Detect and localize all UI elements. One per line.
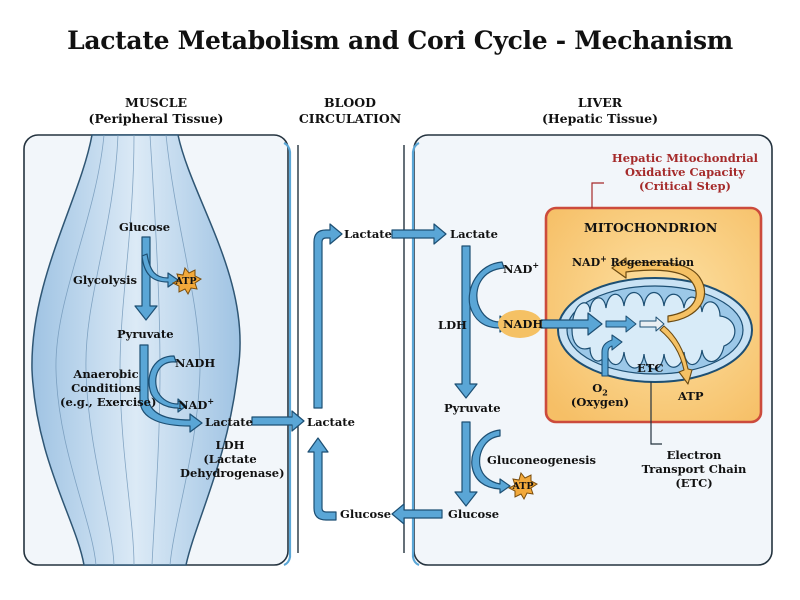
muscle-fiber xyxy=(31,134,241,566)
muscle-pyruvate-label: Pyruvate xyxy=(117,327,174,341)
muscle-glucose-label: Glucose xyxy=(119,220,171,234)
callout-line2: Oxidative Capacity xyxy=(625,165,745,179)
conditions-line1: Anaerobic xyxy=(73,367,139,381)
liver-ldh-label: LDH xyxy=(438,318,467,332)
arrow-nad-to-nadh xyxy=(468,261,511,333)
ldh-line3: Dehydrogenase) xyxy=(180,466,285,480)
o2-o: O xyxy=(592,381,603,395)
arrow-pyruvate-to-glucose xyxy=(454,421,478,507)
o2-formula: O2 xyxy=(570,381,630,398)
liver-subtitle: (Hepatic Tissue) xyxy=(541,111,659,126)
diagram-title: Lactate Metabolism and Cori Cycle - Mech… xyxy=(67,26,733,55)
etc-label-line3: (ETC) xyxy=(675,476,713,490)
etc-label: ETC xyxy=(637,361,664,375)
gluconeogenesis-label: Gluconeogenesis xyxy=(487,453,596,467)
muscle-nad-text: NAD xyxy=(178,398,208,412)
conditions-line2: Conditions xyxy=(71,381,141,395)
o2-sub: 2 xyxy=(602,387,608,398)
arrow-nad-regeneration xyxy=(611,257,706,323)
liver-glucose-label: Glucose xyxy=(448,507,500,521)
atp-out-label: ATP xyxy=(678,389,704,403)
liver-nadh-label: NADH xyxy=(503,317,544,331)
atp-star-muscle xyxy=(171,266,202,296)
liver-nad-label: NAD+ xyxy=(503,260,540,276)
arrow-oxygen-in xyxy=(601,334,623,377)
blood-header: BLOOD CIRCULATION xyxy=(290,95,410,127)
nad-regen-rest: Regeneration xyxy=(606,256,695,269)
oxygen-label: O2 (Oxygen) xyxy=(570,381,630,409)
etc-label-line1: Electron xyxy=(666,448,722,462)
arrow-pyruvate-to-lactate xyxy=(139,344,203,433)
atp-star-liver xyxy=(507,471,538,501)
nadh-oval xyxy=(498,310,542,338)
arrow-blood-to-liver xyxy=(391,223,447,245)
mitochondrion-title: MITOCHONDRION xyxy=(584,220,718,235)
glycolysis-label: Glycolysis xyxy=(73,273,137,287)
arrow-lactate-to-pyruvate xyxy=(454,245,478,399)
etc-leader xyxy=(650,382,662,445)
arrow-nadh-to-nad xyxy=(148,355,187,413)
muscle-subtitle: (Peripheral Tissue) xyxy=(88,111,224,126)
liver-atp-label: ATP xyxy=(512,481,534,492)
liver-header: LIVER (Hepatic Tissue) xyxy=(510,95,690,127)
arrow-glucose-to-pyruvate xyxy=(134,236,158,321)
blood-title-line2: CIRCULATION xyxy=(298,111,402,126)
liver-lactate-label: Lactate xyxy=(450,227,498,241)
arrow-gluconeogenesis-atp xyxy=(471,429,511,494)
nad-regen-sup: + xyxy=(600,253,607,264)
mitochondrion-cristae xyxy=(571,291,736,370)
arrow-liver-glucose-to-blood xyxy=(391,503,443,525)
ldh-line1: LDH xyxy=(215,438,245,452)
blood-glucose-label: Glucose xyxy=(340,507,392,521)
arrow-atp-out xyxy=(659,325,693,385)
blood-title-line1: BLOOD xyxy=(324,95,376,110)
muscle-nad-label: NAD+ xyxy=(178,396,215,412)
liver-title: LIVER xyxy=(577,95,623,110)
nad-regeneration-label: NAD+ Regeneration xyxy=(572,253,695,270)
blood-lactate-top-label: Lactate xyxy=(344,227,392,241)
arrow-blood-glucose-up xyxy=(307,437,337,521)
etc-full-label: Electron Transport Chain (ETC) xyxy=(640,448,748,490)
liver-nad-text: NAD xyxy=(503,262,533,276)
liver-pyruvate-label: Pyruvate xyxy=(444,401,501,415)
nad-regen-nad: NAD xyxy=(572,256,601,269)
callout-line3: (Critical Step) xyxy=(639,179,731,193)
muscle-ldh-label: LDH (Lactate Dehydrogenase) xyxy=(180,438,285,480)
arrow-blood-lactate-up xyxy=(313,223,343,409)
muscle-nad-sup: + xyxy=(207,396,215,407)
blood-lactate-mid-label: Lactate xyxy=(307,415,355,429)
liver-nad-sup: + xyxy=(532,260,540,271)
muscle-header: MUSCLE (Peripheral Tissue) xyxy=(56,95,256,127)
anaerobic-conditions-label: Anaerobic Conditions (e.g., Exercise) xyxy=(60,367,157,409)
arrow-lactate-to-blood xyxy=(251,410,305,432)
hepatic-capacity-callout: Hepatic Mitochondrial Oxidative Capacity… xyxy=(600,151,770,193)
oxygen-text: (Oxygen) xyxy=(570,395,630,409)
etc-label-line2: Transport Chain xyxy=(641,462,747,476)
ldh-line2: (Lactate xyxy=(203,452,257,466)
callout-leader xyxy=(591,182,604,208)
conditions-line3: (e.g., Exercise) xyxy=(60,395,157,409)
muscle-title: MUSCLE xyxy=(124,95,188,110)
muscle-lactate-label: Lactate xyxy=(205,415,253,429)
callout-line1: Hepatic Mitochondrial xyxy=(611,151,759,165)
arrow-nadh-into-mito xyxy=(539,312,603,336)
muscle-nadh-label: NADH xyxy=(175,356,216,370)
muscle-atp-label: ATP xyxy=(175,276,197,287)
